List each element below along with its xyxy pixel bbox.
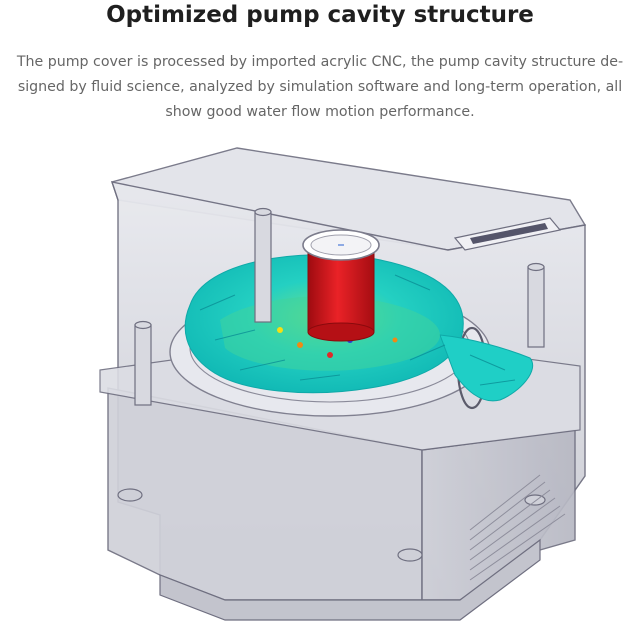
heatsink-fins: [469, 474, 566, 581]
flow-streaks: [199, 274, 516, 386]
description-line-3: show good water flow motion performance.: [165, 104, 475, 120]
pump-render-figure: [0, 130, 640, 626]
impeller-column-bottom: [307, 322, 375, 342]
description: The pump cover is processed by imported …: [6, 50, 634, 125]
housing-base: [159, 538, 541, 621]
impeller-column: [307, 251, 375, 333]
description-line-1: The pump cover is processed by imported …: [16, 54, 624, 70]
description-line-2: signed by fluid science, analyzed by sim…: [17, 79, 623, 95]
page-title: Optimized pump cavity structure: [106, 2, 534, 28]
pump-render-svg: [99, 147, 587, 621]
flow-swirl-tail: [439, 334, 534, 402]
logo-plate-mark: [470, 223, 548, 244]
support-posts: [134, 207, 545, 406]
